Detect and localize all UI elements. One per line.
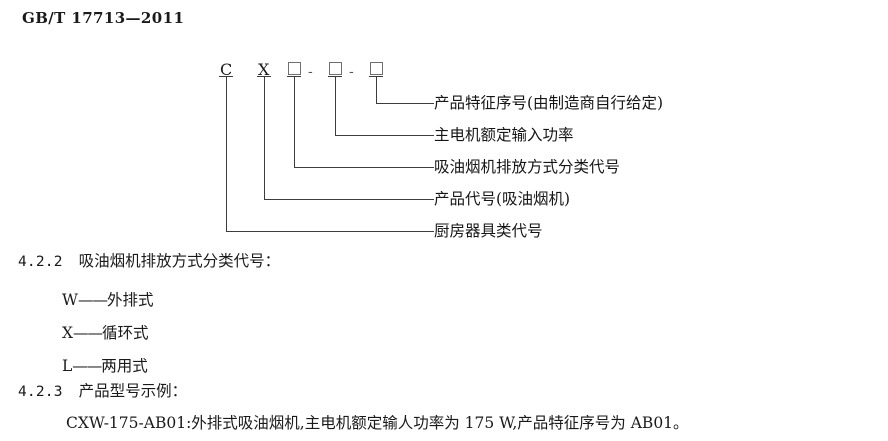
clause-4-2-3: 4.2.3 产品型号示例： bbox=[18, 382, 188, 400]
code-char-c: C bbox=[220, 60, 233, 79]
code-box-feature-serial bbox=[370, 62, 383, 75]
leader-label-motor-power: 主电机额定输入功率 bbox=[434, 126, 574, 144]
code-separator-1: - bbox=[308, 64, 313, 80]
discharge-code-w-letter: W bbox=[62, 291, 78, 309]
discharge-code-x-letter: X bbox=[62, 324, 74, 342]
leader-label-discharge-type: 吸油烟机排放方式分类代号 bbox=[434, 158, 621, 176]
discharge-code-l-name: 两用式 bbox=[101, 357, 148, 375]
discharge-code-item-w: W——外排式 bbox=[62, 291, 154, 309]
clause-4-2-2-title: 吸油烟机排放方式分类代号： bbox=[78, 252, 281, 270]
leader-label-feature-serial: 产品特征序号(由制造商自行给定) bbox=[434, 94, 664, 112]
discharge-code-item-x: X——循环式 bbox=[62, 324, 149, 342]
discharge-code-x-dash: —— bbox=[73, 324, 103, 342]
standard-number-header: GB/T 17713—2011 bbox=[22, 9, 185, 27]
discharge-code-w-dash: —— bbox=[77, 291, 108, 309]
clause-4-2-3-number: 4.2.3 bbox=[18, 384, 63, 400]
leader-lines-svg bbox=[219, 75, 434, 233]
code-box-discharge-type bbox=[288, 62, 301, 75]
model-example-text: CXW-175-AB01:外排式吸油烟机,主电机额定输人功率为 175 W,产品… bbox=[66, 414, 689, 432]
code-separator-2: - bbox=[349, 64, 354, 80]
discharge-code-l-letter: L bbox=[62, 357, 73, 375]
discharge-code-item-l: L——两用式 bbox=[62, 357, 148, 375]
discharge-code-x-name: 循环式 bbox=[102, 324, 149, 342]
clause-4-2-2-number: 4.2.2 bbox=[18, 254, 63, 270]
leader-label-appliance-class: 厨房器具类代号 bbox=[434, 222, 543, 240]
discharge-code-l-dash: —— bbox=[72, 357, 102, 375]
clause-4-2-3-title: 产品型号示例： bbox=[78, 382, 188, 400]
code-box-motor-power bbox=[329, 62, 342, 75]
discharge-code-w-name: 外排式 bbox=[106, 291, 154, 309]
clause-4-2-2: 4.2.2 吸油烟机排放方式分类代号： bbox=[18, 252, 281, 270]
leader-label-product-code: 产品代号(吸油烟机) bbox=[434, 190, 571, 208]
model-designation-diagram: C X - - 产品特征序号(由制造商自行给定) 主电机额定输入功率 吸油烟机排… bbox=[219, 60, 664, 240]
code-char-x: X bbox=[258, 60, 270, 79]
